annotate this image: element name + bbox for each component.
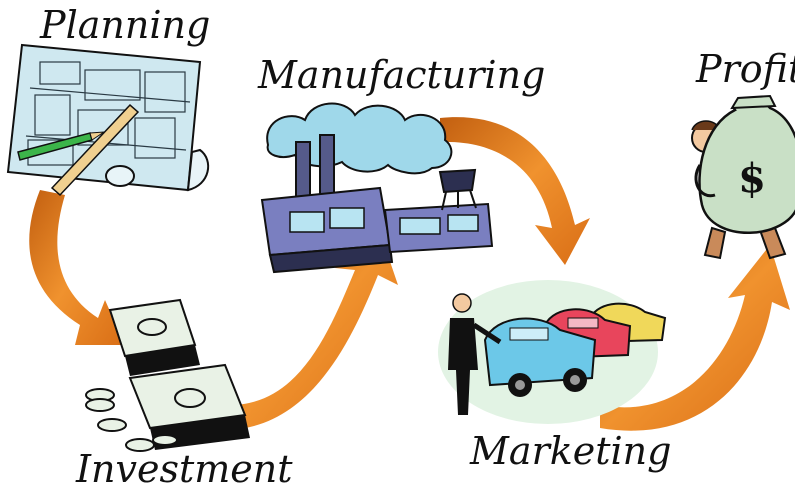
- stage-label-manufacturing: Manufacturing: [258, 53, 546, 97]
- arrow-planning-to-investment: [29, 190, 125, 345]
- stage-label-planning: Planning: [40, 3, 211, 47]
- arrow-marketing-to-profit: [600, 245, 790, 431]
- arrow-investment-to-manufacturing: [230, 232, 398, 430]
- car-dealer-icon: [438, 280, 667, 424]
- dollar-sign: $: [738, 155, 766, 202]
- stage-label-profit: Profit: [696, 47, 795, 91]
- cash-stack-icon: [85, 298, 250, 452]
- stage-label-marketing: Marketing: [470, 429, 672, 473]
- arrow-manufacturing-to-marketing: [440, 117, 590, 265]
- blueprint-icon: [6, 43, 209, 197]
- stage-label-investment: Investment: [76, 447, 293, 491]
- factory-icon: [260, 102, 494, 274]
- money-bag-icon: $: [691, 94, 795, 260]
